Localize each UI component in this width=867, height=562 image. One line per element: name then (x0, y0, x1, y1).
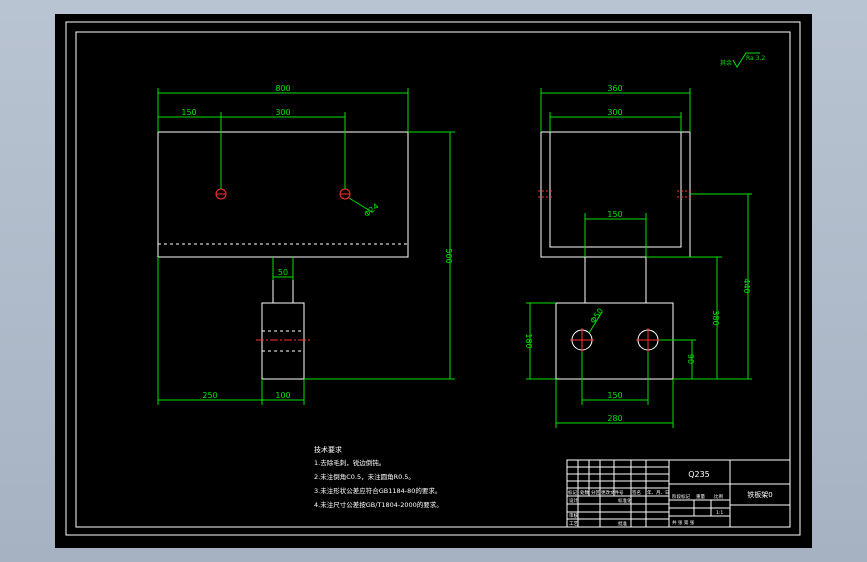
notes-line-1: 1.去除毛刺，锐边倒钝。 (314, 458, 385, 467)
title-block: Q235 铁板架0 标记 处数 分区 更改文件号 签名 年、月、日 设计 标准化… (566, 459, 791, 528)
tb-label-sign: 签名 (632, 489, 641, 496)
tb-label-mark: 标记 (568, 489, 577, 496)
dim-side-block-width: 280 (607, 414, 622, 423)
technical-notes: 技术要求 1.去除毛刺，锐边倒钝。 2.未注倒角C0.5，未注圆角R0.5。 3… (314, 445, 443, 509)
side-lower-block (555, 302, 674, 380)
notes-line-4: 4.未注尺寸公差按GB/T1804-2000的要求。 (314, 500, 443, 509)
outer-border (65, 21, 801, 536)
tb-sheet: 共 张 第 张 (672, 519, 695, 526)
front-lower-block (261, 302, 305, 380)
dim-front-spacing: 300 (275, 108, 290, 117)
tb-label-approve: 批准 (618, 520, 627, 527)
dim-side-stem: 150 (607, 210, 622, 219)
dim-side-inner: 300 (607, 108, 622, 117)
tb-label-designer: 设计 (569, 497, 578, 504)
front-dimension-lines (157, 88, 455, 405)
tb-label-count: 处数 (580, 489, 589, 496)
side-hole-centers (570, 328, 660, 352)
tb-label-date: 年、月、日 (647, 489, 670, 496)
dim-side-height-mid: 380 (711, 310, 720, 325)
tb-scale-value: 1:1 (716, 510, 723, 516)
dim-side-block-height: 180 (524, 333, 533, 348)
tb-label-scale: 比例 (714, 493, 723, 500)
dim-side-height-total: 440 (742, 278, 751, 293)
front-view: 800 150 300 Φ24 50 500 250 100 (157, 84, 455, 405)
roughness-mark: 其余 (720, 59, 732, 67)
dim-front-stem: 50 (278, 268, 288, 277)
dim-front-width: 800 (275, 84, 290, 93)
tb-label-weight: 重量 (696, 493, 705, 500)
inner-border (75, 31, 791, 528)
dim-side-outer: 360 (607, 84, 622, 93)
tb-label-stage: 阶段标记 (672, 493, 690, 500)
side-hidden-holes (538, 190, 693, 198)
dim-front-left: 150 (181, 108, 196, 117)
tb-material: Q235 (688, 470, 710, 479)
dim-front-bottom-left: 250 (202, 391, 217, 400)
tb-label-process: 工艺 (569, 521, 578, 527)
tb-part-name: 铁板架0 (747, 490, 772, 499)
tb-label-review: 审核 (569, 512, 578, 519)
tb-label-standard: 标准化 (618, 497, 632, 504)
dim-front-bottom-block: 100 (275, 391, 290, 400)
surface-roughness-symbol: Ra 3.2 其余 (720, 52, 765, 68)
tb-label-change: 更改文件号 (601, 489, 624, 496)
dim-front-height: 500 (444, 248, 453, 263)
side-dimension-lines (526, 88, 752, 428)
tb-label-zone: 分区 (591, 489, 600, 496)
roughness-label: Ra 3.2 (746, 55, 765, 62)
side-view: 360 300 150 Φ50 180 380 440 90 150 280 (524, 84, 752, 428)
drawing-area (55, 14, 812, 548)
notes-title: 技术要求 (314, 445, 342, 454)
notes-line-2: 2.未注倒角C0.5，未注圆角R0.5。 (314, 472, 415, 481)
dim-side-holes-spacing: 150 (607, 391, 622, 400)
dim-side-hole-offset: 90 (686, 354, 695, 364)
notes-line-3: 3.未注形状公差应符合GB1184-80的要求。 (314, 486, 441, 495)
